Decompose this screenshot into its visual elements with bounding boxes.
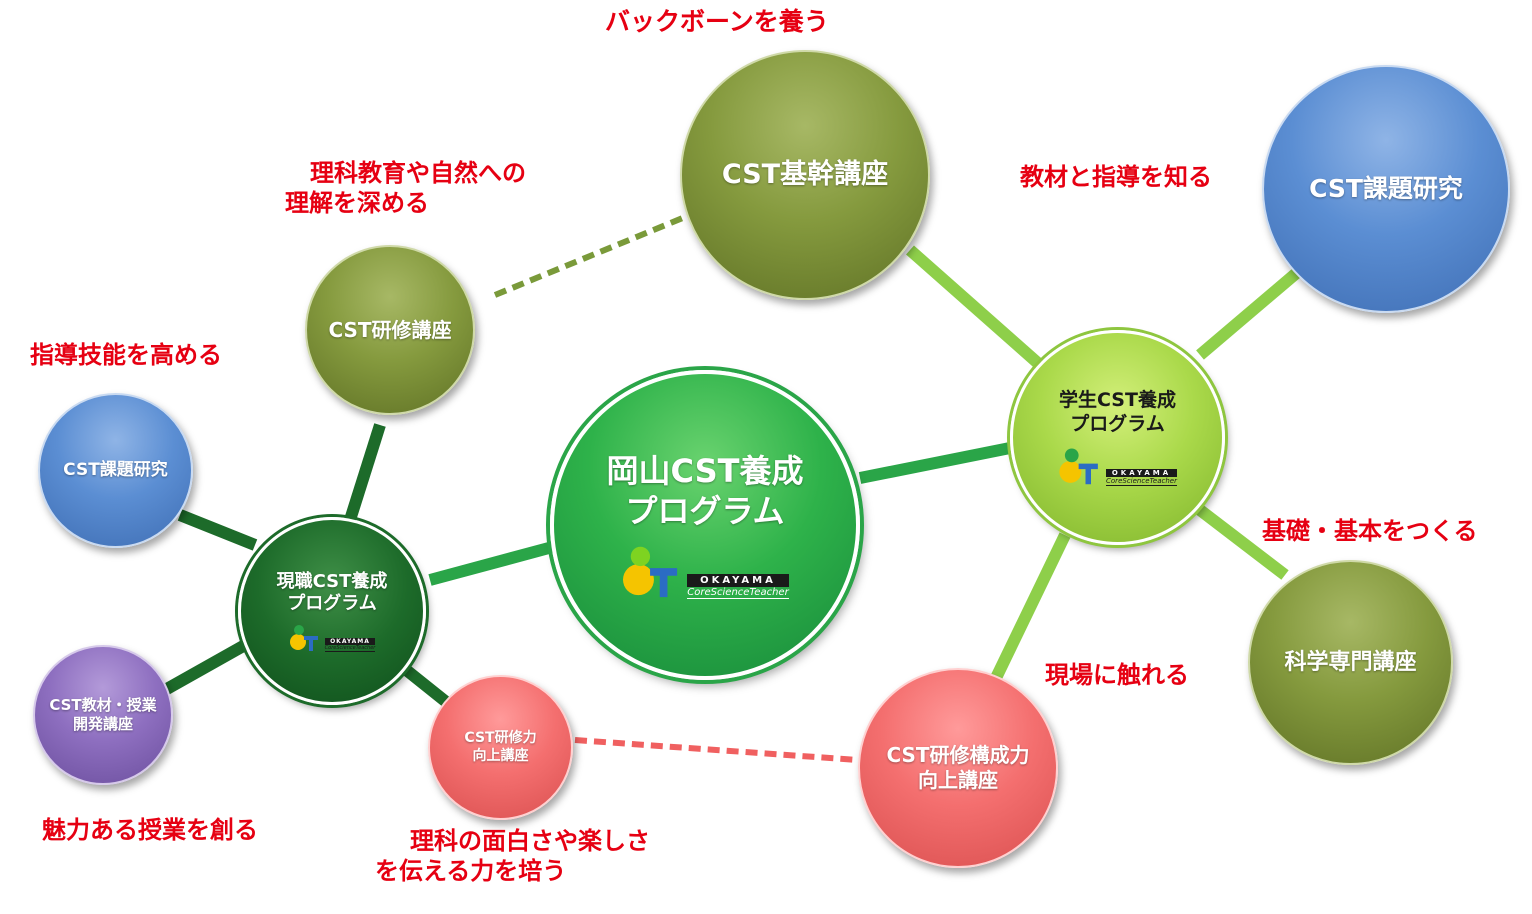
annotation-omoshirosa: 理科の面白さや楽しさ を伝える力を培う	[375, 826, 650, 886]
annotation-line2: 理解を深める	[285, 189, 429, 217]
link-genshoku-kadai	[177, 509, 258, 551]
node-label-line2: 向上講座	[472, 747, 529, 764]
link-center-gakusei	[858, 442, 1012, 484]
link-gakusei-kadai	[1196, 265, 1304, 360]
node-label-line1: CST研修力	[464, 730, 537, 746]
node-okayama-cst-program: 岡山CST養成 プログラム OKAYAMA CoreScienceTeacher	[550, 370, 860, 680]
link-kenshu-kikan-dashed	[493, 212, 692, 298]
annotation-rika-kyoiku: 理科教育や自然への 理解を深める	[285, 158, 526, 218]
node-cst-kadai-kenkyu-left: CST課題研究	[38, 393, 193, 548]
link-genshoku-kenshuryoku	[396, 660, 454, 710]
node-title-line2: プログラム	[287, 593, 377, 614]
node-label-line2: 開発講座	[72, 715, 133, 733]
node-genshoku-cst-program: 現職CST養成 プログラム OKAYAMA CoreScienceTeacher	[238, 517, 426, 705]
link-gakusei-kenshukosei	[989, 532, 1071, 683]
link-gakusei-kikan	[906, 245, 1044, 370]
node-label-line1: CST教材・授業	[49, 696, 157, 715]
node-title-line1: 学生CST養成	[1059, 388, 1176, 411]
node-label: CST課題研究	[63, 459, 168, 480]
node-cst-kenshu-koza: CST研修講座	[305, 245, 475, 415]
node-cst-kyozai-jugyo-kaihatsu-koza: CST教材・授業 開発講座	[33, 645, 173, 785]
node-gakusei-cst-program: 学生CST養成 プログラム OKAYAMA CoreScienceTeacher	[1010, 330, 1225, 545]
cst-logo-icon	[289, 624, 318, 651]
logo-okayama: OKAYAMA	[687, 574, 789, 587]
link-gakusei-kagaku	[1196, 505, 1289, 580]
node-cst-kenshuryoku-kojo-koza: CST研修力 向上講座	[428, 675, 573, 820]
link-genshoku-kyozai	[162, 639, 248, 696]
node-cst-kenshu-koseiryoku-kojo-koza: CST研修構成力 向上講座	[858, 668, 1058, 868]
logo-core-science-teacher: CoreScienceTeacher	[687, 587, 789, 599]
node-title-line2: プログラム	[625, 492, 785, 530]
logo-core-science-teacher: CoreScienceTeacher	[324, 644, 376, 652]
node-cst-kadai-kenkyu-right: CST課題研究	[1262, 65, 1510, 313]
cst-logo-icon	[623, 546, 678, 598]
link-kenshuryoku-kenshukosei-dashed	[574, 737, 859, 763]
annotation-kiso-kihon: 基礎・基本をつくる	[1262, 517, 1478, 545]
cst-logo: OKAYAMA CoreScienceTeacher	[621, 541, 789, 599]
annotation-line1: 理科教育や自然への	[310, 159, 526, 187]
node-label-line2: 向上講座	[918, 768, 998, 792]
cst-logo-text: OKAYAMA CoreScienceTeacher	[324, 637, 376, 652]
cst-logo: OKAYAMA CoreScienceTeacher	[1058, 444, 1177, 487]
logo-core-science-teacher: CoreScienceTeacher	[1106, 477, 1177, 487]
link-genshoku-kenshu	[344, 423, 386, 522]
cst-logo-text: OKAYAMA CoreScienceTeacher	[1106, 469, 1177, 487]
logo-okayama: OKAYAMA	[324, 637, 376, 645]
annotation-kyozai-shido: 教材と指導を知る	[1020, 163, 1212, 191]
cst-logo-text: OKAYAMA CoreScienceTeacher	[687, 574, 789, 599]
node-label: CST研修講座	[328, 317, 452, 342]
annotation-backbone: バックボーンを養う	[605, 7, 829, 36]
node-cst-kikan-koza: CST基幹講座	[680, 50, 930, 300]
annotation-line1: 理科の面白さや楽しさ	[410, 827, 650, 855]
node-label: CST基幹講座	[721, 159, 889, 191]
node-title-line2: プログラム	[1070, 412, 1165, 435]
node-kagaku-senmon-koza: 科学専門講座	[1248, 560, 1453, 765]
node-label-line1: CST研修構成力	[886, 743, 1030, 767]
cst-logo-icon	[1059, 448, 1098, 485]
logo-okayama: OKAYAMA	[1106, 469, 1177, 478]
annotation-genba: 現場に触れる	[1045, 661, 1189, 689]
cst-logo: OKAYAMA CoreScienceTeacher	[289, 622, 376, 652]
node-title-line1: 岡山CST養成	[606, 452, 804, 490]
annotation-line2: を伝える力を培う	[375, 857, 567, 885]
node-label: CST課題研究	[1309, 174, 1463, 204]
node-title-line1: 現職CST養成	[276, 570, 388, 592]
link-center-genshoku	[428, 539, 562, 586]
annotation-shido-gino: 指導技能を高める	[30, 341, 222, 369]
node-label: 科学専門講座	[1284, 649, 1417, 675]
annotation-miryoku: 魅力ある授業を創る	[42, 816, 258, 844]
